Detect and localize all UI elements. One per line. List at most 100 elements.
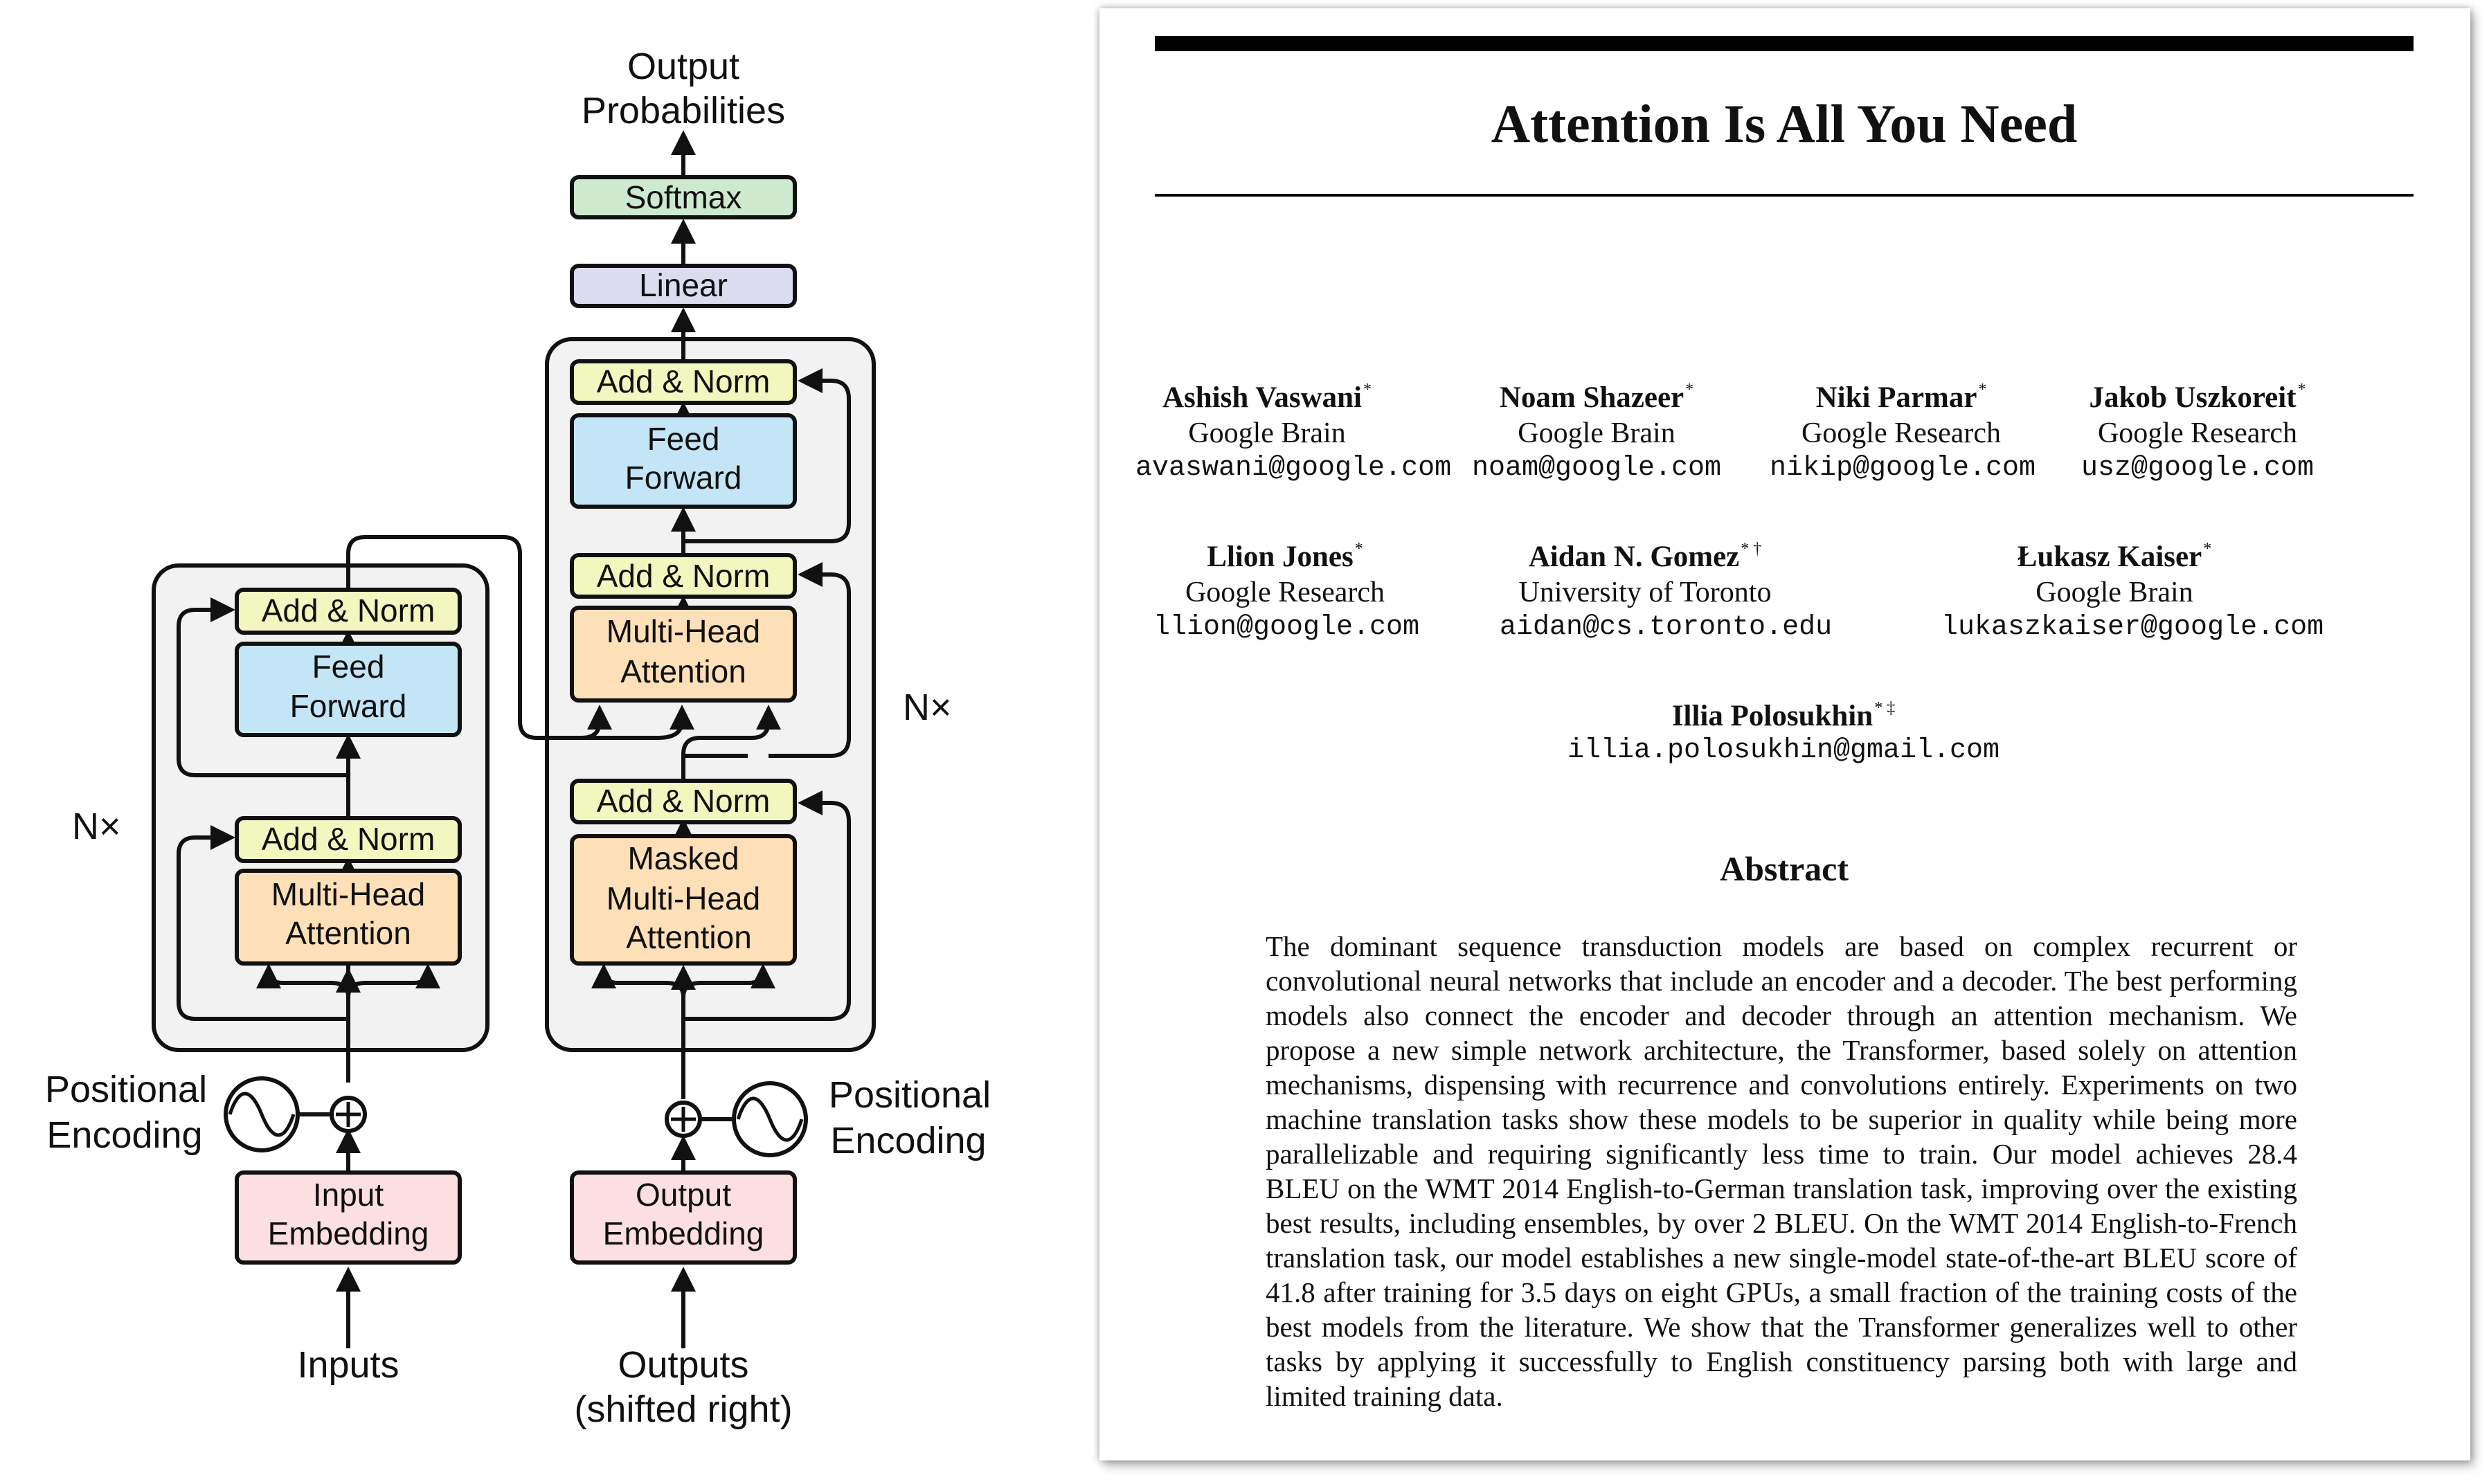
author-block: Noam Shazeer* Google Brain noam@google.c…: [1465, 372, 1728, 486]
svg-text:Add & Norm: Add & Norm: [262, 821, 435, 857]
svg-text:Add & Norm: Add & Norm: [597, 558, 771, 594]
author-email: aidan@cs.toronto.edu: [1500, 612, 1833, 643]
author-mark: *: [1354, 540, 1363, 558]
author-affiliation: Google Brain: [1518, 417, 1675, 449]
svg-text:Attention: Attention: [626, 919, 752, 955]
input-embedding: Input Embedding: [235, 1170, 462, 1265]
connection-wires: [177, 130, 851, 1348]
author-mark: *: [1363, 381, 1372, 399]
author-block: Illia Polosukhin* ‡ illia.polosukhin@gma…: [1541, 691, 2026, 768]
author-email: lukaszkaiser@google.com: [1941, 612, 2324, 643]
encoder-stack: [152, 563, 489, 1052]
svg-text:Multi-Head: Multi-Head: [606, 880, 760, 916]
author-affiliation: University of Toronto: [1518, 577, 1772, 608]
encoder-adder-icon: [330, 1096, 367, 1133]
svg-text:Add & Norm: Add & Norm: [597, 783, 771, 819]
author-email: llion@google.com: [1153, 612, 1420, 643]
decoder-positional-encoding-label-line2: Encoding: [830, 1120, 986, 1161]
svg-text:Attention: Attention: [285, 915, 411, 951]
decoder-add-norm-bottom: Add & Norm: [570, 779, 797, 824]
author-email: illia.polosukhin@gmail.com: [1567, 735, 2000, 766]
encoder-add-norm-bottom: Add & Norm: [235, 816, 462, 863]
author-affiliation: Google Research: [1801, 417, 2002, 449]
svg-text:Output: Output: [636, 1177, 731, 1213]
svg-text:Multi-Head: Multi-Head: [271, 876, 425, 912]
author-mark: * ‡: [1874, 699, 1896, 717]
author-affiliation: Google Brain: [1188, 417, 1346, 449]
output-probabilities-label-line2: Probabilities: [582, 90, 785, 132]
encoder-add-norm-top-label: Add & Norm: [262, 592, 435, 628]
decoder-multi-head-attention: Multi-Head Attention: [570, 606, 797, 703]
softmax-block: Softmax: [570, 175, 797, 219]
encoder-feed-forward: Feed Forward: [235, 642, 462, 737]
svg-text:Input: Input: [313, 1177, 384, 1213]
paper-page: Attention Is All You Need Ashish Vaswani…: [1099, 8, 2470, 1460]
author-name: Niki Parmar: [1815, 381, 1977, 414]
svg-text:Feed: Feed: [312, 649, 385, 685]
linear-block: Linear: [570, 264, 797, 308]
svg-text:Softmax: Softmax: [625, 179, 742, 215]
abstract-heading: Abstract: [1719, 849, 1849, 888]
author-block: Aidan N. Gomez* † University of Toronto …: [1500, 532, 1833, 645]
author-mark: *: [2297, 381, 2306, 399]
encoder-add-norm-top: Add & Norm: [235, 588, 462, 635]
author-name: Noam Shazeer: [1499, 381, 1684, 414]
decoder-positional-encoding-label-line1: Positional: [829, 1074, 991, 1116]
svg-text:Multi-Head: Multi-Head: [606, 613, 760, 649]
encoder-positional-encoding-label-line1: Positional: [45, 1069, 207, 1110]
decoder-feed-forward: Feed Forward: [570, 413, 797, 509]
svg-text:Embedding: Embedding: [268, 1215, 429, 1251]
abstract-text: The dominant sequence transduction model…: [1266, 930, 2297, 1412]
author-name: Aidan N. Gomez: [1528, 541, 1740, 573]
decoder-adder-icon: [665, 1101, 702, 1138]
decoder-add-norm-middle: Add & Norm: [570, 553, 797, 599]
svg-text:Attention: Attention: [620, 653, 746, 689]
outputs-label-line1: Outputs: [618, 1344, 748, 1386]
encoder-multi-head-attention: Multi-Head Attention: [235, 869, 462, 966]
author-block: Niki Parmar* Google Research nikip@googl…: [1770, 372, 2036, 486]
paper-title: Attention Is All You Need: [1491, 93, 2078, 154]
author-affiliation: Google Brain: [2036, 577, 2193, 608]
author-affiliation: Google Research: [1185, 577, 1385, 608]
svg-text:Forward: Forward: [290, 688, 407, 724]
author-block: Ashish Vaswani* Google Brain avaswani@go…: [1135, 372, 1452, 486]
svg-text:Feed: Feed: [647, 421, 720, 457]
author-email: noam@google.com: [1471, 453, 1722, 484]
decoder-repeat-label: N×: [903, 687, 952, 728]
author-name: Łukasz Kaiser: [2017, 541, 2202, 573]
author-block: Llion Jones* Google Research llion@googl…: [1153, 532, 1420, 645]
svg-text:Forward: Forward: [625, 460, 742, 496]
author-name: Llion Jones: [1207, 541, 1354, 573]
author-mark: *: [1978, 381, 1987, 399]
author-email: usz@google.com: [2081, 453, 2315, 484]
output-embedding: Output Embedding: [570, 1170, 797, 1265]
author-email: nikip@google.com: [1770, 453, 2036, 484]
svg-text:Embedding: Embedding: [603, 1215, 764, 1251]
author-name: Jakob Uszkoreit: [2089, 381, 2297, 414]
svg-text:Masked: Masked: [627, 840, 739, 876]
decoder-add-norm-top: Add & Norm: [570, 359, 797, 405]
author-name: Illia Polosukhin: [1671, 700, 1874, 732]
author-block: Łukasz Kaiser* Google Brain lukaszkaiser…: [1941, 532, 2324, 645]
author-affiliation: Google Research: [2097, 417, 2298, 449]
author-email: avaswani@google.com: [1135, 453, 1452, 484]
inputs-label: Inputs: [297, 1344, 399, 1386]
encoder-positional-encoding-label-line2: Encoding: [46, 1114, 202, 1156]
author-mark: *: [1685, 381, 1694, 399]
masked-multi-head-attention: Masked Multi-Head Attention: [570, 834, 797, 966]
author-name: Ashish Vaswani: [1162, 381, 1363, 414]
svg-text:Add & Norm: Add & Norm: [597, 363, 771, 399]
transformer-architecture-diagram: Add & Norm Feed Forward Add & Norm Multi…: [45, 46, 991, 1430]
output-probabilities-label-line1: Output: [627, 46, 739, 87]
svg-text:Linear: Linear: [639, 267, 728, 303]
outputs-label-line2: (shifted right): [574, 1388, 792, 1430]
author-mark: *: [2203, 540, 2212, 558]
title-bottom-rule: [1155, 194, 2414, 197]
decoder-positional-encoding-sine-icon: [732, 1081, 808, 1157]
encoder-repeat-label: N×: [72, 806, 121, 847]
encoder-positional-encoding-sine-icon: [224, 1076, 300, 1152]
title-top-rule: [1155, 36, 2414, 51]
author-mark: * †: [1741, 540, 1762, 558]
author-block: Jakob Uszkoreit* Google Research usz@goo…: [2066, 372, 2329, 486]
